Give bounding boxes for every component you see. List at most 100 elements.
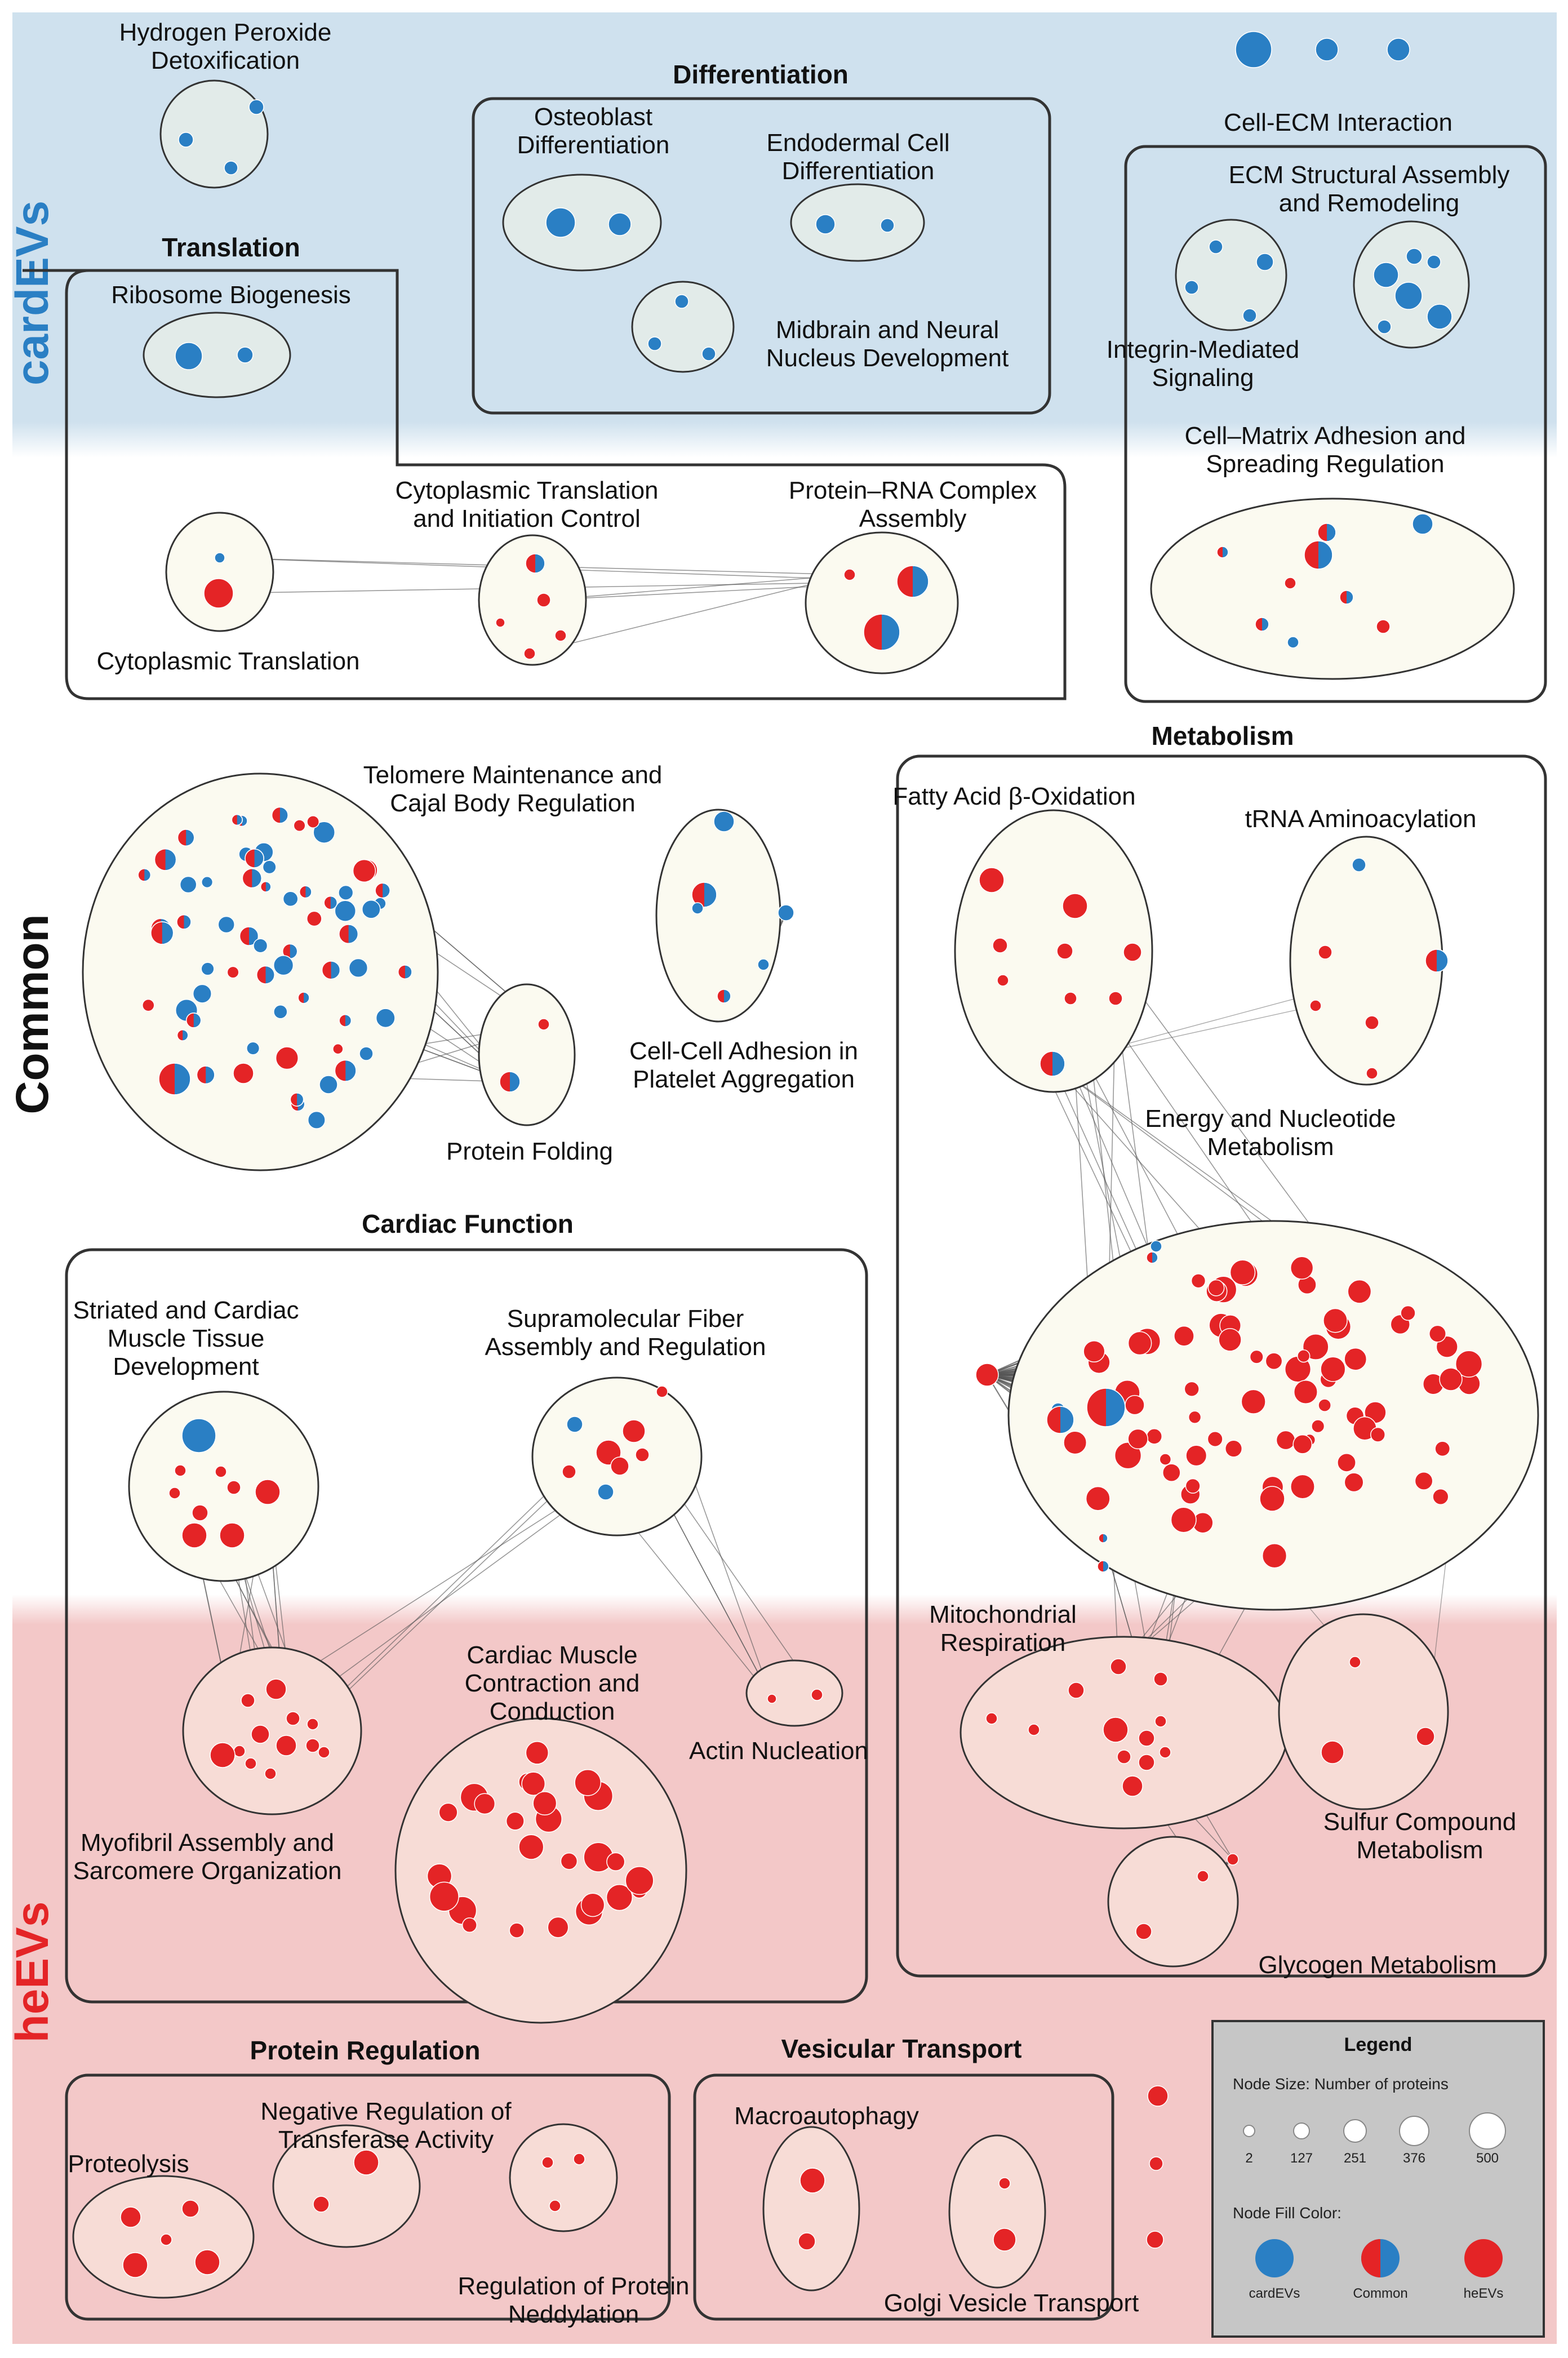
node — [656, 1386, 668, 1397]
node — [798, 2233, 815, 2250]
node — [237, 347, 253, 363]
legend-color-swatch — [1464, 2239, 1503, 2277]
node — [1186, 1445, 1206, 1466]
node — [1349, 1657, 1361, 1668]
node — [1260, 1486, 1285, 1511]
legend-size-circle — [1344, 2120, 1366, 2142]
node — [1209, 240, 1223, 254]
node — [1387, 38, 1410, 61]
node — [1265, 1353, 1282, 1369]
node — [999, 2178, 1010, 2189]
node — [318, 1747, 330, 1758]
node — [533, 1792, 556, 1815]
node — [993, 2228, 1016, 2251]
node — [1344, 1348, 1366, 1370]
node — [608, 213, 631, 236]
header-protein-regulation: Protein Regulation — [250, 2036, 481, 2065]
node — [1185, 1478, 1200, 1493]
node — [143, 1000, 154, 1011]
node — [227, 966, 238, 978]
node — [1099, 1534, 1108, 1543]
node — [398, 965, 412, 979]
node — [546, 208, 575, 237]
node — [1310, 1000, 1321, 1011]
node — [1040, 1051, 1065, 1076]
side-label-cardevs: cardEVs — [7, 201, 58, 385]
node — [844, 569, 855, 580]
node — [986, 1713, 997, 1724]
node — [1256, 254, 1273, 270]
node — [1348, 1280, 1371, 1303]
node — [266, 1679, 286, 1699]
node — [1225, 1440, 1242, 1457]
node — [1378, 320, 1391, 334]
cluster-protein-folding — [479, 984, 575, 1125]
node — [308, 1112, 325, 1129]
node — [177, 829, 194, 846]
node — [1293, 1435, 1312, 1454]
node — [1208, 1280, 1224, 1296]
node — [204, 579, 233, 608]
cluster-golgi — [949, 2135, 1045, 2288]
node — [625, 1867, 654, 1895]
header-differentiation: Differentiation — [673, 60, 849, 89]
node — [581, 1893, 604, 1916]
node — [474, 1793, 495, 1814]
node — [574, 2153, 585, 2165]
node — [800, 2168, 825, 2193]
node — [1217, 547, 1228, 558]
node — [1109, 992, 1122, 1005]
legend-color-label: Common — [1353, 2286, 1407, 2301]
node — [286, 1712, 300, 1725]
node — [816, 215, 835, 234]
cluster-sulfur — [1279, 1614, 1448, 1809]
node — [993, 938, 1007, 953]
node — [215, 1466, 226, 1477]
node — [507, 1812, 525, 1830]
node — [375, 883, 390, 898]
node — [1255, 618, 1269, 631]
node — [1401, 1306, 1415, 1321]
node — [897, 566, 929, 597]
node — [182, 1419, 216, 1453]
node — [324, 896, 337, 909]
node — [1128, 1429, 1148, 1449]
node — [1416, 1728, 1434, 1746]
node — [263, 860, 276, 873]
node — [561, 1853, 577, 1869]
node — [1291, 1475, 1314, 1498]
node — [1294, 1380, 1318, 1404]
node — [1425, 949, 1448, 972]
node — [562, 1465, 576, 1478]
node — [298, 992, 309, 1003]
node — [1103, 1717, 1128, 1742]
node — [201, 962, 214, 975]
node — [306, 1739, 319, 1752]
node — [333, 1044, 343, 1054]
node — [1185, 281, 1198, 294]
node — [1227, 1854, 1238, 1865]
node — [227, 1481, 241, 1494]
cluster-label-ribosome: Ribosome Biogenesis — [111, 281, 351, 309]
node — [555, 630, 566, 641]
node — [1129, 1331, 1152, 1355]
node — [1139, 1730, 1154, 1746]
node — [1192, 1274, 1206, 1288]
node — [1415, 1472, 1432, 1490]
node — [1184, 1382, 1199, 1396]
node — [1163, 1464, 1180, 1481]
node — [1064, 992, 1077, 1005]
cluster-label-trna: tRNA Aminoacylation — [1245, 805, 1477, 833]
node — [1344, 1473, 1363, 1491]
node — [155, 849, 176, 871]
cluster-protein-rna — [806, 532, 958, 673]
node — [354, 2150, 379, 2175]
node — [1435, 1441, 1450, 1456]
node — [177, 915, 191, 929]
node — [1374, 263, 1398, 287]
